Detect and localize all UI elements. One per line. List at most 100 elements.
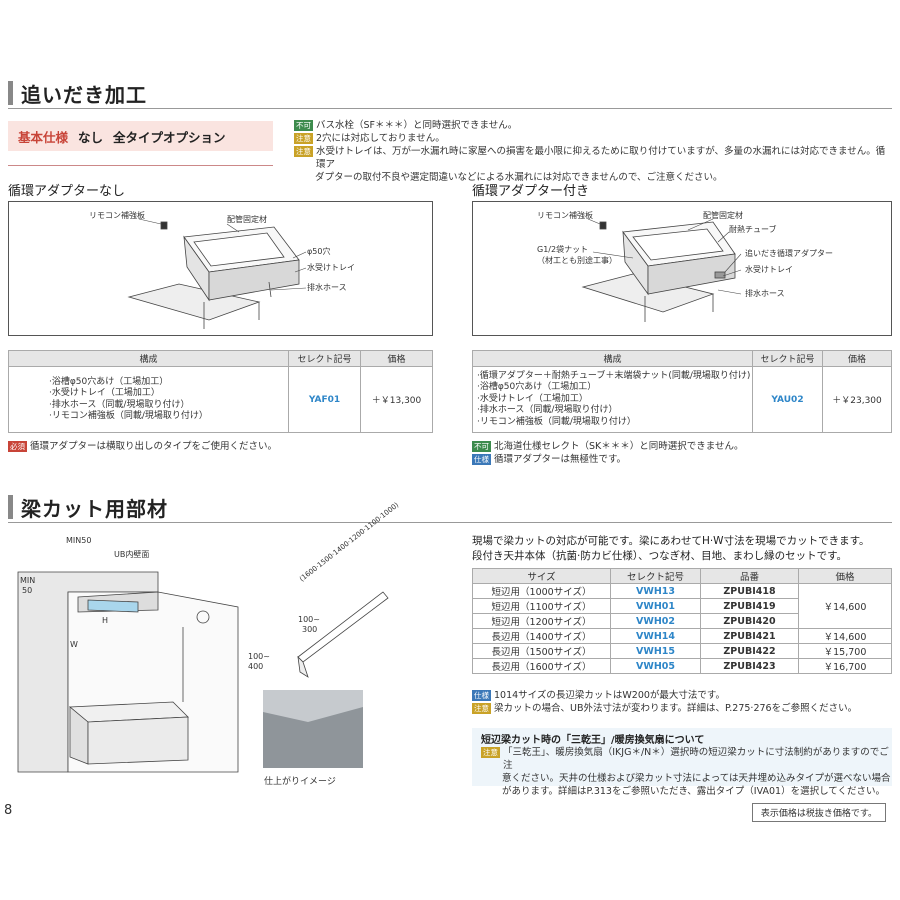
label-dim-4: 400	[248, 662, 264, 671]
left-subtitle: 循環アダプターなし	[8, 184, 126, 199]
composition-item: ·浴槽φ50穴あけ（工場加工）	[477, 382, 597, 393]
label-nut: G1/2袋ナット	[537, 245, 589, 254]
label-nut-note: （材工とも別途工事）	[537, 256, 617, 265]
select-code: VWH14	[610, 628, 701, 644]
th-price: 価格	[822, 350, 892, 367]
note-text: 2穴には対応しておりません。	[316, 133, 445, 144]
right-diagram: リモコン補強板 配管固定材 耐熱チューブ G1/2袋ナット （材工とも別途工事）…	[472, 201, 892, 336]
part-cell: ZPUBI419	[700, 598, 799, 614]
part-cell: ZPUBI418	[700, 583, 799, 599]
th-select: セレクト記号	[610, 568, 701, 584]
select-code: YAU02	[752, 366, 823, 433]
section-divider	[8, 522, 892, 523]
composition-cell: ·浴槽φ50穴あけ（工場加工） ·水受けトレイ（工場加工） ·排水ホース（同載/…	[8, 366, 289, 433]
composition-item: ·水受けトレイ（工場加工）	[477, 393, 588, 404]
label-dim-1: 100~	[298, 615, 320, 624]
label-tray: 水受けトレイ	[307, 263, 355, 272]
table-row: 長辺用（1500サイズ） VWH15 ZPUBI422 ￥15,700	[472, 643, 892, 659]
left-note: 必須循環アダプターは横取り出しのタイプをご使用ください。	[8, 440, 433, 453]
composition-item: ·排水ホース（同載/現場取り付け）	[477, 405, 618, 416]
note-tag: 仕様	[472, 454, 491, 465]
note-tag: 不可	[472, 441, 491, 452]
part-cell: ZPUBI423	[700, 658, 799, 674]
label-min: MIN	[20, 576, 36, 585]
part-cell: ZPUBI422	[700, 643, 799, 659]
select-code: VWH02	[610, 613, 701, 629]
section-header-oidaki: 追いだき加工	[8, 80, 147, 107]
basic-spec-underline	[8, 165, 273, 166]
th-price: 価格	[360, 350, 433, 367]
note-item: 仕様循環アダプターは無極性です。	[472, 453, 892, 466]
note-item: 注意梁カットの場合、UB外法寸法が変わります。詳細は、P.275·276をご参照…	[472, 702, 892, 715]
left-spec-table: 構成 セレクト記号 価格 ·浴槽φ50穴あけ（工場加工） ·水受けトレイ（工場加…	[8, 350, 433, 433]
part-cell: ZPUBI420	[700, 613, 799, 629]
size-cell: 長辺用（1600サイズ）	[472, 658, 611, 674]
th-price: 価格	[798, 568, 892, 584]
beam-intro: 現場で梁カットの対応が可能です。梁にあわせてH·W寸法を現場でカットできます。 …	[472, 534, 896, 564]
note-tag: 注意	[481, 747, 500, 758]
th-part: 品番	[700, 568, 799, 584]
select-code: YAF01	[288, 366, 361, 433]
note-text: 水受けトレイは、万が一水漏れ時に家屋への損害を最小限に抑えるために取り付けていま…	[316, 146, 886, 170]
label-adapter: 追いだき循環アダプター	[745, 249, 833, 258]
select-code: VWH05	[610, 658, 701, 674]
table-row: 短辺用（1200サイズ） VWH02 ZPUBI420	[472, 613, 892, 629]
size-cell: 長辺用（1500サイズ）	[472, 643, 611, 659]
note-text: 循環アダプターは横取り出しのタイプをご使用ください。	[30, 441, 278, 452]
section-title: 追いだき加工	[21, 82, 147, 107]
label-dim-3: 100~	[248, 652, 270, 661]
table-row: 短辺用（1000サイズ） VWH13 ZPUBI418 ￥14,600	[472, 583, 892, 629]
price-note: 表示価格は税抜き価格です。	[751, 803, 886, 822]
attention-title: 短辺梁カット時の「三乾王」/暖房換気扇について	[481, 735, 705, 746]
size-cell: 短辺用（1200サイズ）	[472, 613, 611, 629]
section-bar	[8, 495, 13, 519]
th-select: セレクト記号	[288, 350, 361, 367]
note-text: 1014サイズの長辺梁カットはW200が最大寸法です。	[494, 690, 725, 701]
part-cell: ZPUBI421	[700, 628, 799, 644]
label-hose: 排水ホース	[745, 289, 785, 298]
composition-item: ·水受けトレイ（工場加工）	[49, 388, 160, 398]
note-item: ダプターの取付不良や選定間違いなどによる水漏れには対応できませんので、ご注意くだ…	[294, 171, 894, 184]
note-tag: 注意	[294, 133, 313, 144]
table-row: 長辺用（1400サイズ） VWH14 ZPUBI421 ￥14,600	[472, 628, 892, 644]
note-tag: 不可	[294, 120, 313, 131]
basic-spec-option: 全タイプオプション	[113, 129, 226, 145]
th-size: サイズ	[472, 568, 611, 584]
note-text: 北海道仕様セレクト（SK＊＊＊）と同時選択できません。	[494, 441, 744, 452]
attention-line: があります。詳細はP.313をご参照いただき、露出タイプ（IVA01）を選択して…	[472, 785, 892, 798]
section-title: 梁カット用部材	[21, 496, 168, 521]
basic-spec-none: なし	[78, 129, 104, 145]
price-cell: ￥14,600	[798, 628, 892, 644]
size-cell: 短辺用（1000サイズ）	[472, 583, 611, 599]
right-spec-table: 構成 セレクト記号 価格 ·循環アダプター＋耐熱チューブ＋末端袋ナット(同載/現…	[472, 350, 892, 433]
select-code: VWH01	[610, 598, 701, 614]
note-item: 不可バス水栓（SF＊＊＊）と同時選択できません。	[294, 119, 894, 132]
label-remocon: リモコン補強板	[537, 211, 593, 220]
price-cell: ￥16,700	[798, 658, 892, 674]
size-cell: 短辺用（1100サイズ）	[472, 598, 611, 614]
beam-illustration: MIN50 UB内壁面 MIN 50 H W (1600·1500·1400·1…	[8, 501, 468, 792]
beam-table: サイズ セレクト記号 品番 価格 短辺用（1000サイズ） VWH13 ZPUB…	[472, 568, 892, 674]
label-50: 50	[22, 586, 33, 595]
select-code: VWH15	[610, 643, 701, 659]
section-divider	[8, 108, 892, 109]
section-header-beam: 梁カット用部材	[8, 494, 168, 521]
table-row: ·浴槽φ50穴あけ（工場加工） ·水受けトレイ（工場加工） ·排水ホース（同載/…	[8, 366, 433, 433]
basic-spec-box: 基本仕様 なし 全タイプオプション	[8, 121, 273, 151]
label-hose: 排水ホース	[307, 283, 347, 292]
label-tube: 耐熱チューブ	[729, 225, 777, 234]
note-tag: 注意	[294, 146, 313, 157]
attention-text: 意ください。天井の仕様および梁カット寸法によっては天井埋め込みタイプが選べない場…	[502, 773, 891, 784]
composition-item: ·リモコン補強板（同載/現場取り付け）	[477, 416, 636, 427]
composition-item: ·浴槽φ50穴あけ（工場加工）	[49, 376, 169, 387]
label-pipe: 配管固定材	[227, 215, 267, 224]
label-pipe: 配管固定材	[703, 211, 743, 220]
attention-box: 短辺梁カット時の「三乾王」/暖房換気扇について 注意「三乾王」、暖房換気扇（IK…	[472, 728, 892, 797]
table-header-row: 構成 セレクト記号 価格	[8, 350, 433, 367]
note-tag: 必須	[8, 441, 27, 452]
note-item: 注意水受けトレイは、万が一水漏れ時に家屋への損害を最小限に抑えるために取り付けて…	[294, 145, 894, 171]
label-min50: MIN50	[66, 536, 92, 545]
attention-text: があります。詳細はP.313をご参照いただき、露出タイプ（IVA01）を選択して…	[502, 786, 885, 797]
th-select: セレクト記号	[752, 350, 823, 367]
